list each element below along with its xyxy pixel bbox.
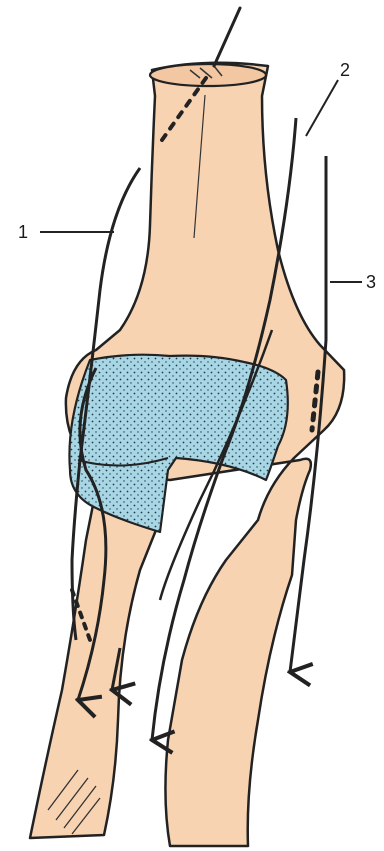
label-2: 2 xyxy=(340,60,350,80)
top-wire xyxy=(214,8,240,66)
leader-line-2 xyxy=(306,80,338,136)
label-3: 3 xyxy=(366,272,376,292)
label-1: 1 xyxy=(18,222,28,242)
